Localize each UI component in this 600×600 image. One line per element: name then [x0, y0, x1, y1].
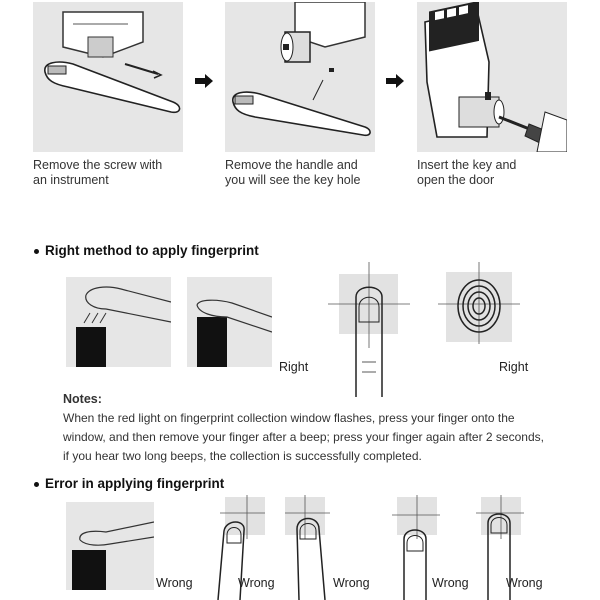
bullet-dot — [34, 482, 39, 487]
fingerprint-icon — [438, 262, 520, 344]
step-1-illustration — [33, 2, 183, 152]
finger-centered-drawing — [328, 262, 410, 397]
wrong-label: Wrong — [432, 576, 469, 590]
wrong-label: Wrong — [156, 576, 193, 590]
wrong-finger-angle — [66, 502, 154, 590]
wrong-label: Wrong — [506, 576, 543, 590]
finger-off-center-drawing — [285, 495, 330, 600]
notes-title: Notes: — [63, 392, 102, 406]
finger-press-drawing — [72, 521, 154, 590]
lock-key-insert-drawing — [424, 2, 567, 152]
right-method-heading: Right method to apply fingerprint — [45, 243, 259, 258]
bullet-dot — [34, 249, 39, 254]
arrow-right-icon — [195, 74, 213, 88]
finger-off-center-drawing — [476, 495, 524, 600]
notes-body: When the red light on fingerprint collec… — [63, 411, 544, 463]
step-3-illustration — [417, 2, 567, 152]
right-label: Right — [499, 360, 529, 374]
right-finger-angle-1 — [66, 277, 171, 367]
finger-press-drawing — [196, 299, 272, 367]
finger-off-center-drawing — [217, 495, 265, 600]
error-heading: Error in applying fingerprint — [45, 476, 225, 491]
wrong-label: Wrong — [333, 576, 370, 590]
arrow-right-icon — [386, 74, 404, 88]
finger-press-drawing — [76, 286, 171, 367]
lock-handle-screw-drawing — [44, 11, 181, 114]
right-label: Right — [279, 360, 309, 374]
right-finger-angle-2 — [187, 277, 272, 367]
lock-keyhole-drawing — [232, 2, 371, 137]
wrong-label: Wrong — [238, 576, 275, 590]
step-2-illustration — [225, 2, 375, 152]
finger-off-center-drawing — [392, 495, 440, 600]
